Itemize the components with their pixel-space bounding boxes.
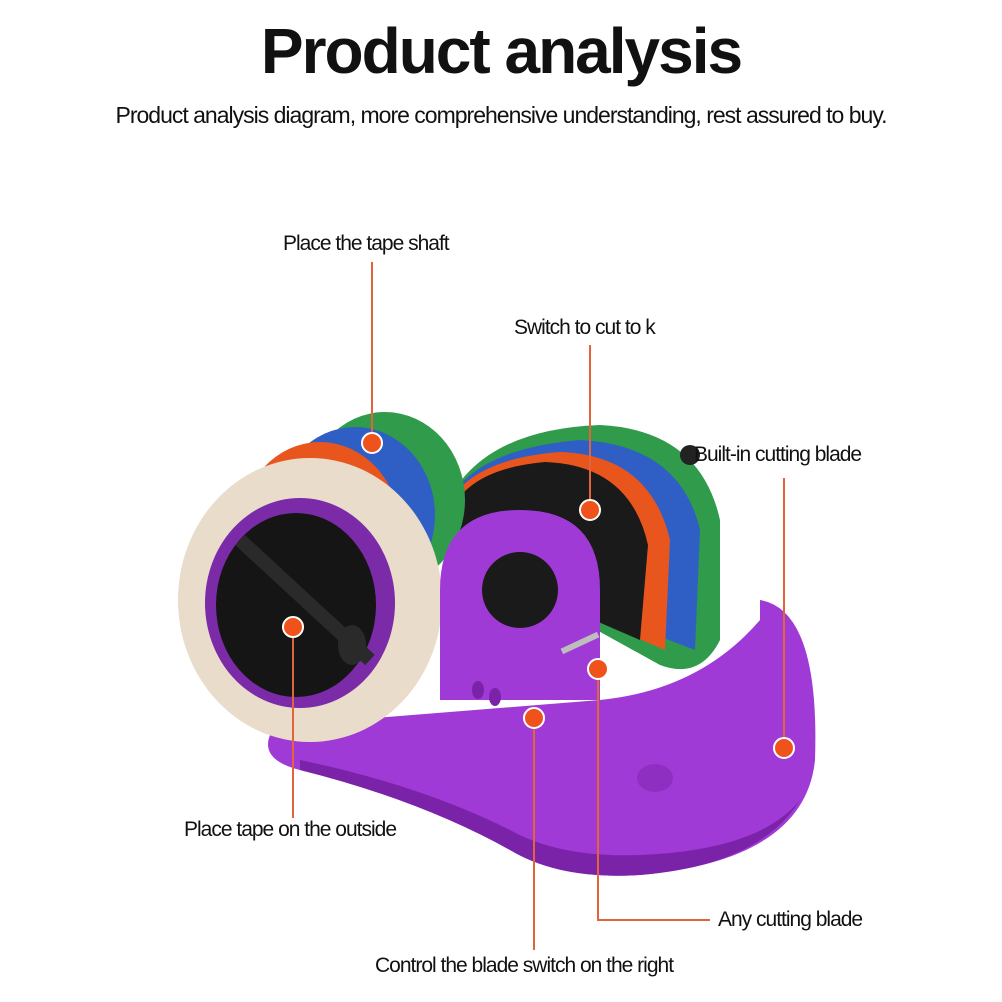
dispenser-base <box>268 600 816 876</box>
label-any-blade: Any cutting blade <box>718 908 863 931</box>
markers <box>282 432 795 759</box>
marker-tape-shaft <box>361 432 383 454</box>
marker-switch-cut <box>579 499 601 521</box>
label-switch-cut: Switch to cut to k <box>514 316 656 339</box>
label-tape-outside: Place tape on the outside <box>184 818 397 841</box>
center-hub <box>440 510 600 706</box>
marker-built-in-blade <box>773 737 795 759</box>
label-blade-switch: Control the blade switch on the right <box>375 954 674 977</box>
page-subtitle: Product analysis diagram, more comprehen… <box>115 102 887 128</box>
base-foot <box>637 764 673 792</box>
marker-tape-outside <box>282 616 304 638</box>
marker-any-blade <box>587 658 609 680</box>
dispenser-base-shadow <box>300 760 800 876</box>
marker-blade-switch <box>523 707 545 729</box>
page-title: Product analysis <box>260 15 743 87</box>
leader-any-blade <box>597 669 710 921</box>
clear-tape-roll <box>178 458 442 742</box>
leader-lines <box>292 262 785 950</box>
label-tape-shaft: Place the tape shaft <box>283 232 450 255</box>
blade-knob <box>680 445 700 465</box>
label-built-in-blade: Built-in cutting blade <box>694 443 862 466</box>
